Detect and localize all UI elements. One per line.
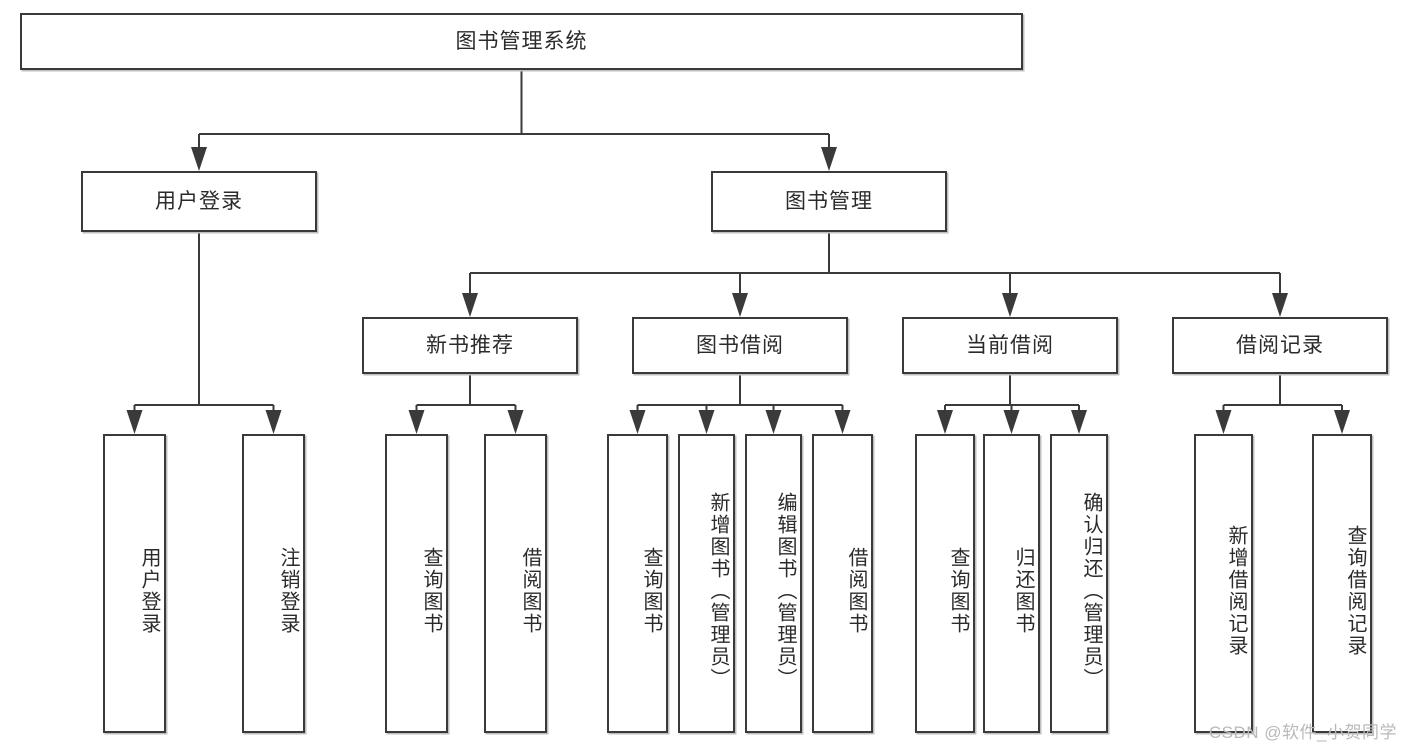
- node-label: 借阅图书: [845, 546, 867, 635]
- arrowhead-borrow-record: [1272, 293, 1288, 317]
- arrowhead-leaf-user-login: [126, 410, 143, 434]
- node-leaf-add-record[interactable]: 新增借阅记录: [1194, 434, 1253, 733]
- node-label: 当前借阅: [966, 333, 1054, 357]
- arrowhead-current-borrow: [1002, 293, 1018, 317]
- node-leaf-query-book-2[interactable]: 查询图书: [607, 434, 668, 733]
- node-leaf-borrow-book-1[interactable]: 借阅图书: [484, 434, 547, 733]
- node-label: 查询图书: [640, 546, 662, 635]
- arrowhead-leaf-confirm-return: [1071, 410, 1087, 434]
- arrowhead-new-book-rec: [462, 293, 478, 317]
- arrowhead-book-manage: [821, 147, 837, 171]
- arrowhead-leaf-add-record: [1215, 410, 1232, 434]
- node-leaf-return-book[interactable]: 归还图书: [983, 434, 1040, 733]
- node-new-book-rec[interactable]: 新书推荐: [362, 317, 578, 374]
- node-leaf-user-login[interactable]: 用户登录: [103, 434, 166, 733]
- node-leaf-query-book-3[interactable]: 查询图书: [915, 434, 975, 733]
- node-leaf-query-book-1[interactable]: 查询图书: [385, 434, 448, 733]
- arrowhead-leaf-borrow-book-1: [507, 410, 524, 434]
- arrowhead-leaf-return-book: [1003, 410, 1020, 434]
- node-label: 查询图书: [420, 546, 442, 635]
- node-label: 编辑图书（管理员）: [774, 491, 796, 690]
- arrowhead-book-borrow: [732, 293, 748, 317]
- node-label: 查询借阅记录: [1344, 524, 1366, 657]
- node-label: 确认归还（管理员）: [1080, 491, 1102, 690]
- arrowhead-user-login: [191, 147, 207, 171]
- node-label: 注销登录: [277, 546, 299, 635]
- node-leaf-add-book[interactable]: 新增图书（管理员）: [678, 434, 735, 733]
- node-current-borrow[interactable]: 当前借阅: [902, 317, 1118, 374]
- arrowhead-leaf-query-book-2: [629, 410, 646, 434]
- node-label: 图书管理: [785, 189, 873, 213]
- node-label: 归还图书: [1012, 546, 1034, 635]
- node-label: 图书管理系统: [455, 29, 588, 53]
- node-label: 新书推荐: [426, 333, 514, 357]
- arrowhead-leaf-add-book: [698, 410, 715, 434]
- node-leaf-borrow-book-2[interactable]: 借阅图书: [812, 434, 873, 733]
- node-label: 用户登录: [155, 189, 243, 213]
- arrowhead-leaf-logout: [265, 410, 282, 434]
- node-leaf-query-record[interactable]: 查询借阅记录: [1312, 434, 1372, 733]
- node-label: 用户登录: [138, 546, 160, 635]
- node-label: 新增借阅记录: [1225, 524, 1247, 657]
- node-user-login[interactable]: 用户登录: [81, 171, 317, 232]
- arrowhead-leaf-edit-book: [765, 410, 782, 434]
- node-label: 新增图书（管理员）: [707, 491, 729, 690]
- node-leaf-confirm-return[interactable]: 确认归还（管理员）: [1050, 434, 1108, 733]
- node-borrow-record[interactable]: 借阅记录: [1172, 317, 1388, 374]
- node-leaf-edit-book[interactable]: 编辑图书（管理员）: [745, 434, 802, 733]
- arrowhead-leaf-borrow-book-2: [834, 410, 851, 434]
- arrowhead-leaf-query-book-1: [408, 410, 425, 434]
- node-book-borrow[interactable]: 图书借阅: [632, 317, 848, 374]
- node-leaf-logout[interactable]: 注销登录: [242, 434, 305, 733]
- arrowhead-leaf-query-record: [1334, 410, 1350, 434]
- arrowhead-leaf-query-book-3: [937, 410, 953, 434]
- node-label: 图书借阅: [696, 333, 784, 357]
- node-book-manage[interactable]: 图书管理: [711, 171, 947, 232]
- node-label: 借阅记录: [1236, 333, 1324, 357]
- node-label: 查询图书: [947, 546, 969, 635]
- node-label: 借阅图书: [519, 546, 541, 635]
- node-root[interactable]: 图书管理系统: [20, 13, 1023, 70]
